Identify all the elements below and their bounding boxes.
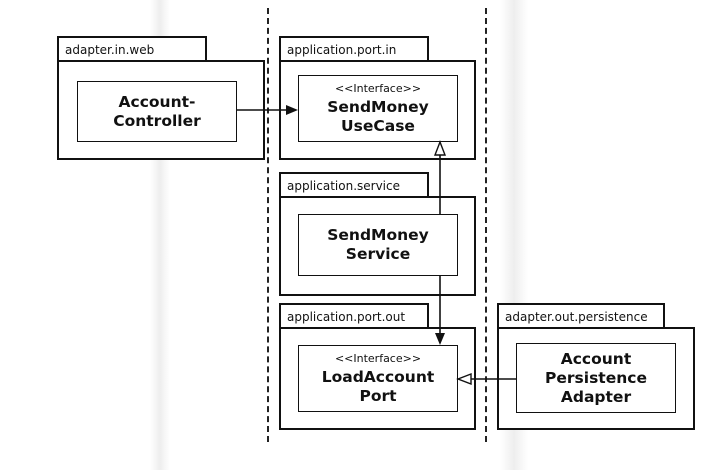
- component-name: SendMoney Service: [327, 226, 429, 263]
- package-label: adapter.in.web: [57, 36, 207, 62]
- layer-separator-right: [485, 8, 487, 442]
- component-send-money-service: SendMoney Service: [298, 214, 458, 276]
- package-label: application.service: [279, 172, 429, 198]
- implements-arrow-adapter-to-port: [456, 372, 516, 386]
- component-name: SendMoney UseCase: [327, 97, 429, 135]
- component-name: Account- Controller: [113, 92, 201, 130]
- component-account-persistence-adapter: Account Persistence Adapter: [516, 343, 676, 413]
- package-label: adapter.out.persistence: [497, 303, 665, 329]
- component-send-money-use-case: <<Interface>> SendMoney UseCase: [298, 75, 458, 142]
- stereotype-label: <<Interface>>: [334, 81, 422, 95]
- component-load-account-port: <<Interface>> LoadAccount Port: [298, 345, 458, 412]
- implements-arrow-service-to-usecase: [433, 140, 447, 214]
- layer-separator-left: [267, 8, 269, 442]
- component-name: LoadAccount Port: [321, 367, 435, 405]
- package-label: application.port.out: [279, 303, 429, 329]
- uses-arrow-service-to-port: [435, 276, 445, 345]
- uses-arrow-controller-to-usecase: [237, 105, 298, 115]
- package-label: application.port.in: [279, 36, 429, 62]
- component-account-controller: Account- Controller: [77, 81, 237, 142]
- component-name: Account Persistence Adapter: [545, 349, 647, 406]
- stereotype-label: <<Interface>>: [334, 351, 422, 365]
